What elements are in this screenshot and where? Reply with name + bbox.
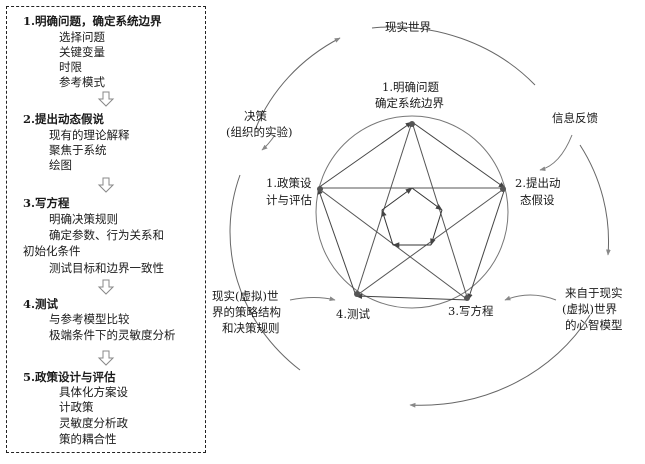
step-3-line: 确定参数、行为关系和 (49, 228, 164, 242)
step-5-line: 策的耦合性 (59, 432, 117, 446)
pentagon-outer (317, 121, 506, 301)
label-real-world: 现实世界 (385, 20, 431, 34)
step-3-line: 初始化条件 (23, 244, 81, 258)
label-mental-model-line2: (虚拟)世界 (562, 302, 617, 316)
label-decision-line2: (组织的实验) (226, 125, 292, 139)
label-node-3: 3.写方程 (448, 304, 494, 318)
step-4-title: 4.测试 (23, 297, 59, 311)
down-arrow-icon (97, 350, 115, 366)
step-1-title: 1.明确问题，确定系统边界 (23, 14, 162, 28)
label-node-2-line1: 2.提出动 (515, 176, 560, 190)
down-arrow-icon (97, 279, 115, 295)
label-strategy-line1: 现实(虚拟)世 (212, 289, 278, 303)
inner-circle (315, 115, 509, 309)
label-node-1-line1: 1.明确问题 (382, 80, 439, 94)
step-1-line: 选择问题 (59, 30, 105, 44)
inner-pentagon (381, 187, 443, 248)
step-5-title: 5.政策设计与评估 (23, 370, 116, 384)
label-node-5-line2: 计与评估 (266, 193, 312, 207)
step-2-line: 聚焦于系统 (49, 143, 107, 157)
down-arrow-icon (97, 177, 115, 193)
label-node-4: 4.测试 (336, 307, 370, 321)
label-strategy-line2: 界的策略结构 (212, 305, 281, 319)
step-1-line: 时限 (59, 60, 82, 74)
step-5-line: 灵敏度分析政 (59, 416, 128, 430)
label-strategy-line3: 和决策规则 (222, 321, 280, 335)
label-mental-model-line3: 的心智模型 (565, 318, 623, 332)
process-steps-panel: 1.明确问题，确定系统边界 选择问题 关键变量 时限 参考模式 2.提出动态假说… (6, 6, 206, 453)
label-mental-model-line1: 来自于现实 (565, 286, 623, 300)
step-3-line: 测试目标和边界一致性 (49, 261, 164, 275)
step-3-title: 3.写方程 (23, 196, 70, 210)
step-1-line: 关键变量 (59, 45, 105, 59)
label-info-feedback: 信息反馈 (552, 111, 598, 125)
step-5-line: 具体化方案设 (59, 385, 128, 399)
step-1-line: 参考模式 (59, 75, 105, 89)
step-3-line: 明确决策规则 (49, 212, 118, 226)
label-decision-line1: 决策 (244, 109, 267, 123)
step-4-line: 极端条件下的灵敏度分析 (49, 328, 176, 342)
label-node-1-line2: 确定系统边界 (375, 96, 444, 110)
step-2-line: 绘图 (49, 158, 72, 172)
outer-loop (229, 26, 611, 408)
label-node-2-line2: 态假设 (520, 193, 555, 207)
label-node-5-line1: 1.政策设 (266, 176, 312, 190)
step-2-line: 现有的理论解释 (49, 128, 130, 142)
step-2-title: 2.提出动态假说 (23, 112, 105, 126)
node-markers (317, 121, 506, 301)
step-4-line: 与参考模型比较 (49, 312, 130, 326)
step-5-line: 计政策 (59, 400, 94, 414)
down-arrow-icon (97, 91, 115, 107)
connector-curves (261, 134, 573, 302)
